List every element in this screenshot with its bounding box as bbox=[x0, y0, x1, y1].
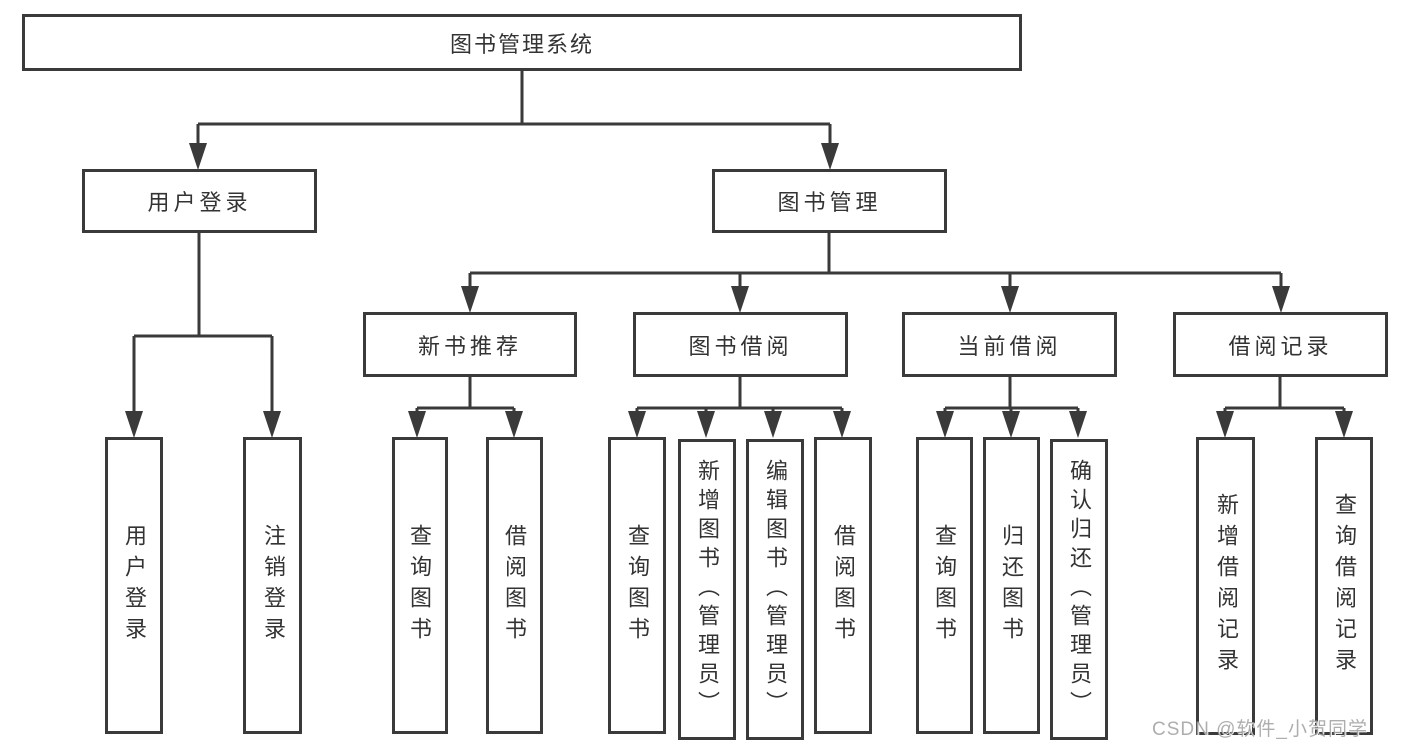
node-label: 注销登录 bbox=[261, 523, 286, 648]
node-user-login: 用户登录 bbox=[82, 169, 317, 233]
node-label: 借阅图书 bbox=[502, 523, 527, 648]
leaf-user-login: 用户登录 bbox=[105, 437, 163, 734]
leaf-logout: 注销登录 bbox=[243, 437, 302, 734]
node-new-book-recommend: 新书推荐 bbox=[363, 312, 577, 377]
node-label: 图书管理 bbox=[777, 190, 882, 215]
leaf-return-books: 归还图书 bbox=[983, 437, 1040, 734]
node-label: 查询图书 bbox=[407, 523, 432, 648]
node-label: 用户登录 bbox=[147, 190, 252, 215]
leaf-edit-books-admin: 编辑图书（管理员） bbox=[746, 439, 804, 740]
node-root: 图书管理系统 bbox=[22, 14, 1022, 71]
node-book-management: 图书管理 bbox=[712, 169, 947, 233]
node-label: 新增图书（管理员） bbox=[695, 459, 720, 720]
leaf-query-books-3: 查询图书 bbox=[916, 437, 973, 734]
node-label: 借阅记录 bbox=[1228, 333, 1333, 359]
leaf-add-books-admin: 新增图书（管理员） bbox=[678, 439, 736, 740]
node-label: 查询图书 bbox=[932, 523, 957, 648]
node-label: 当前借阅 bbox=[957, 333, 1062, 359]
node-label: 查询图书 bbox=[625, 523, 650, 648]
node-current-borrow: 当前借阅 bbox=[902, 312, 1117, 377]
node-label: 借阅图书 bbox=[831, 523, 856, 648]
leaf-query-books-2: 查询图书 bbox=[608, 437, 666, 734]
node-label: 图书借阅 bbox=[688, 333, 793, 359]
leaf-query-borrow-record: 查询借阅记录 bbox=[1315, 437, 1373, 735]
arrowheads bbox=[125, 143, 1353, 438]
node-label: 图书管理系统 bbox=[449, 31, 594, 57]
node-label: 新书推荐 bbox=[417, 333, 522, 359]
leaf-confirm-return-admin: 确认归还（管理员） bbox=[1050, 439, 1108, 740]
node-borrow-records: 借阅记录 bbox=[1173, 312, 1388, 377]
node-label: 查询借阅记录 bbox=[1332, 493, 1357, 679]
node-book-borrow: 图书借阅 bbox=[633, 312, 848, 377]
leaf-add-borrow-record: 新增借阅记录 bbox=[1196, 437, 1255, 735]
node-label: 新增借阅记录 bbox=[1214, 493, 1239, 679]
leaf-borrow-books-1: 借阅图书 bbox=[486, 437, 543, 734]
leaf-borrow-books-2: 借阅图书 bbox=[814, 437, 872, 734]
node-label: 归还图书 bbox=[999, 523, 1024, 648]
node-label: 确认归还（管理员） bbox=[1067, 459, 1092, 720]
watermark-text: CSDN @软件_小贺同学 bbox=[1152, 719, 1368, 740]
node-label: 用户登录 bbox=[122, 523, 147, 648]
leaf-query-books-1: 查询图书 bbox=[392, 437, 448, 734]
node-label: 编辑图书（管理员） bbox=[763, 459, 788, 720]
